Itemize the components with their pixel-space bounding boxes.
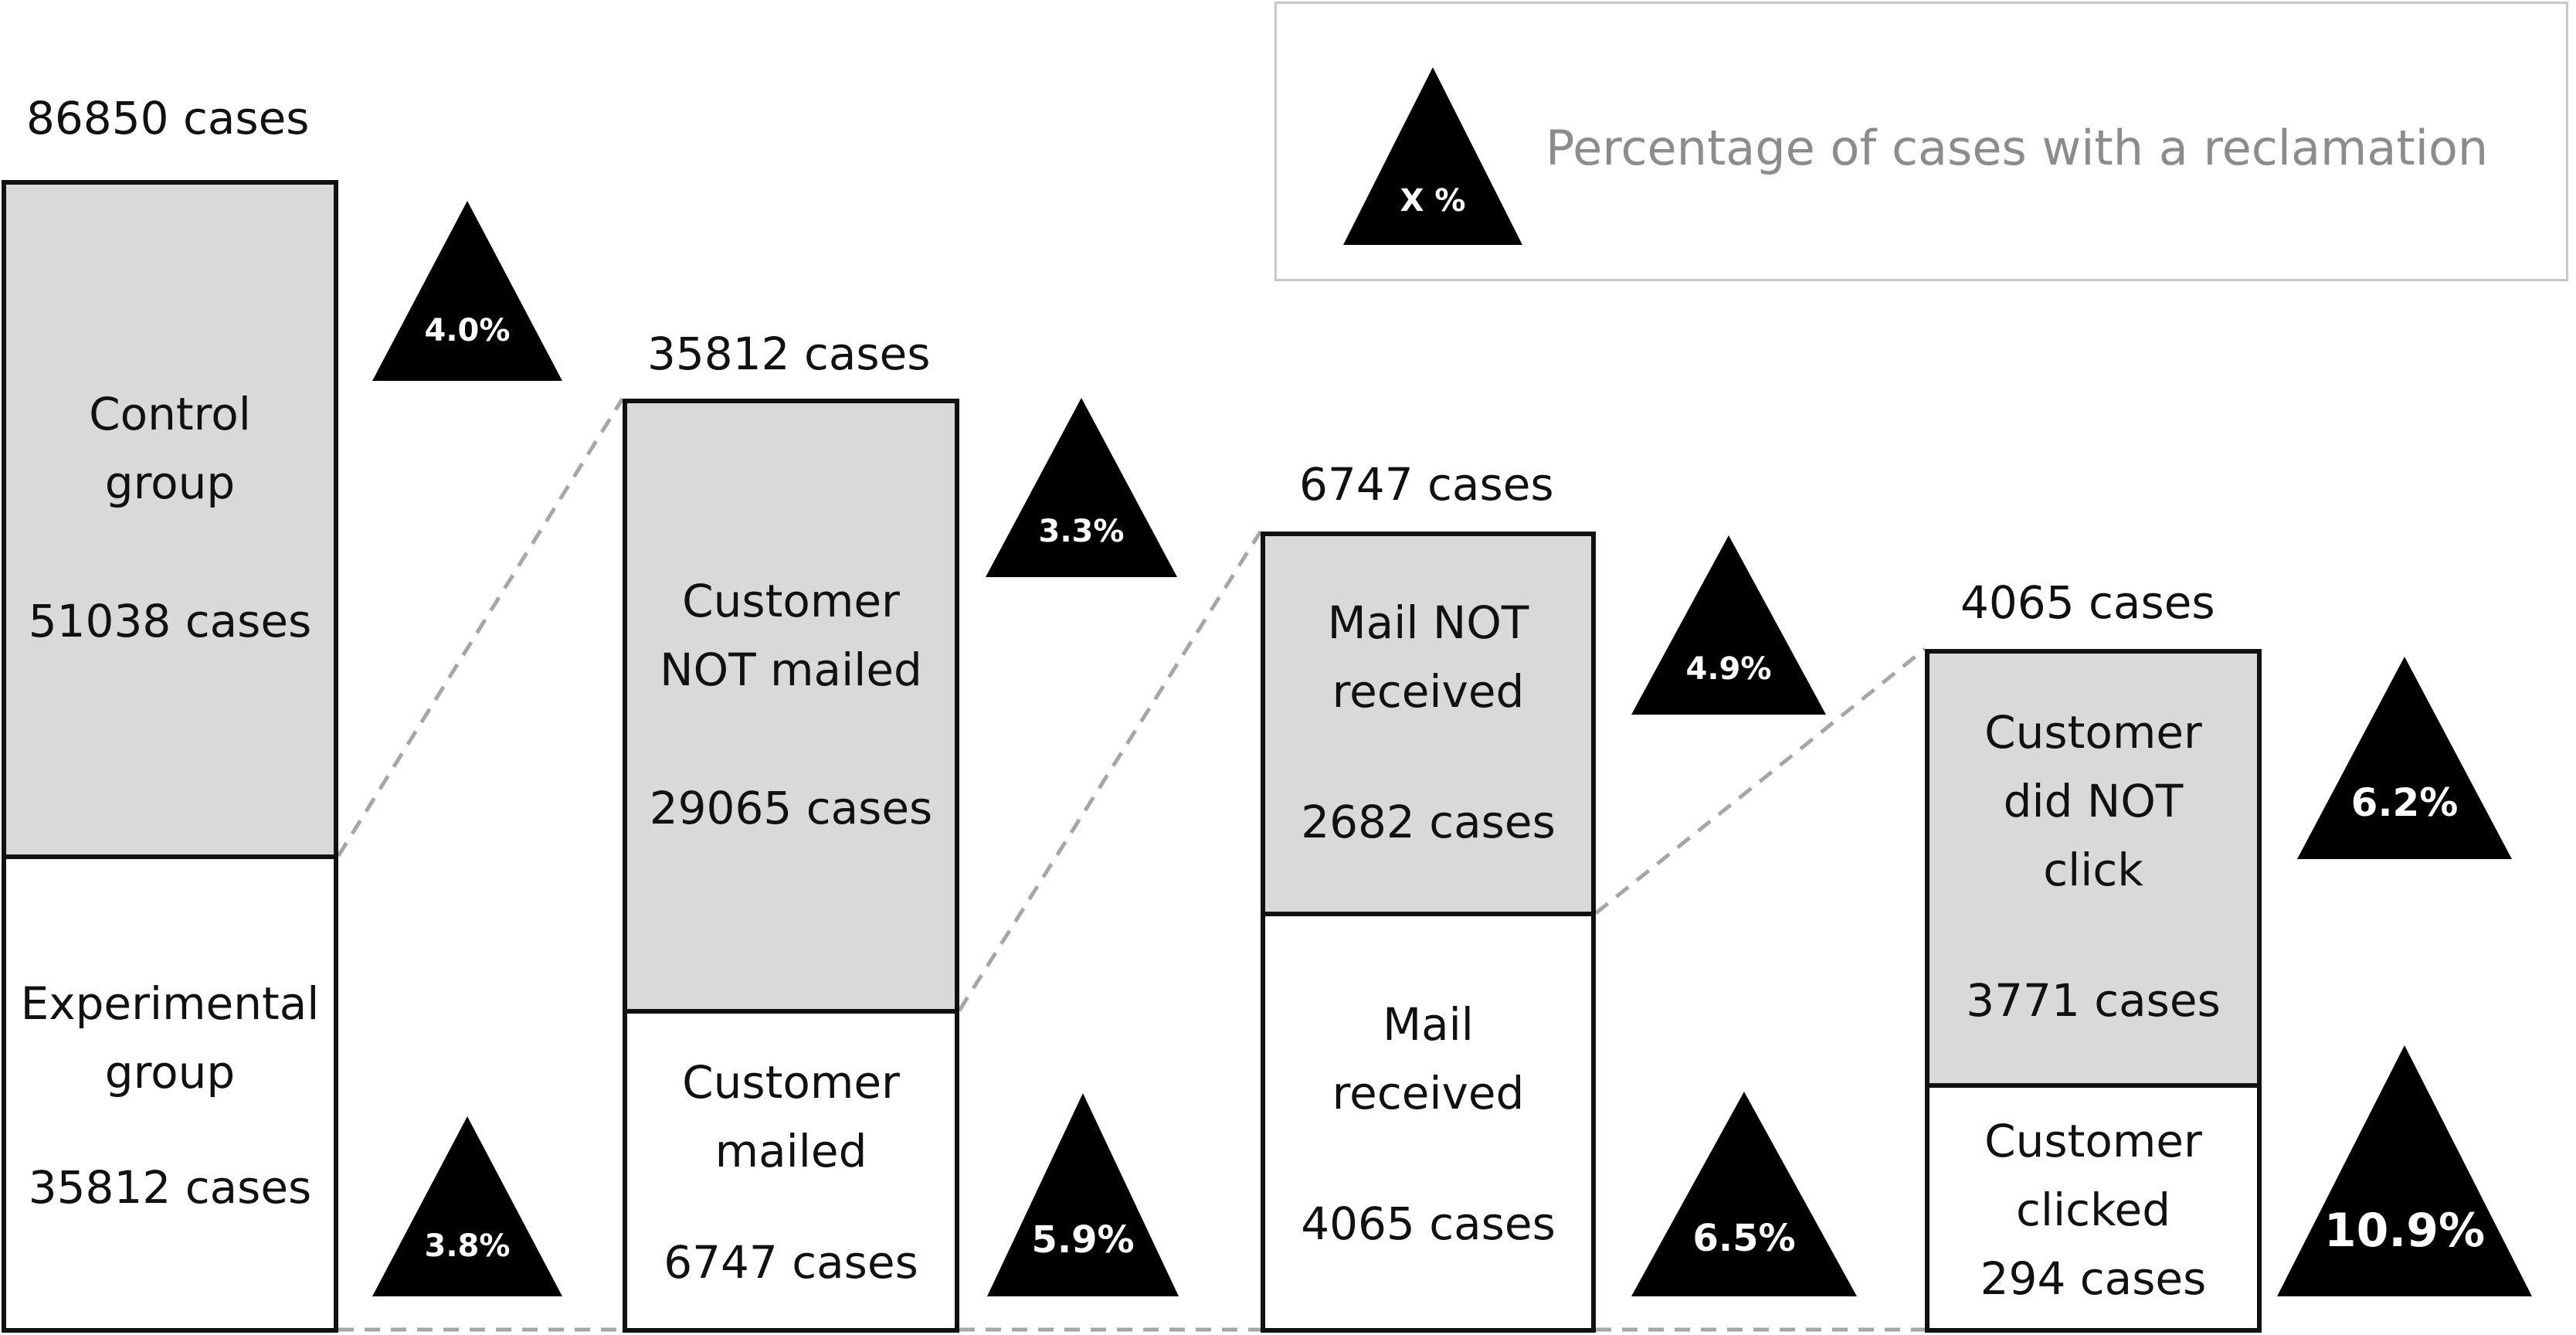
column-2-divider <box>623 1009 959 1014</box>
column-3-total: 6747 cases <box>1299 458 1554 511</box>
reclamation-pct-did-not-click: 6.2% <box>2350 780 2459 825</box>
reclamation-triangle-experimental: 3.8% <box>372 1116 562 1296</box>
control-group-label-line1: Control <box>89 388 251 440</box>
mailed-label-line2: mailed <box>714 1125 867 1177</box>
mail-not-received-cases: 2682 cases <box>1301 795 1556 848</box>
did-not-click-cases: 3771 cases <box>1966 974 2221 1027</box>
not-mailed-segment: Customer NOT mailed 29065 cases <box>623 399 959 1011</box>
reclamation-pct-not-mailed: 3.3% <box>1038 514 1125 549</box>
reclamation-triangle-clicked: 10.9% <box>2277 1045 2532 1296</box>
control-group-segment: Control group 51038 cases <box>2 180 338 856</box>
did-not-click-segment: Customer did NOT click 3771 cases <box>1925 649 2262 1085</box>
mail-not-received-label-line2: received <box>1332 664 1525 718</box>
mail-received-label-line1: Mail <box>1383 997 1474 1051</box>
column-4-divider <box>1925 1083 2262 1088</box>
connector-1-top <box>336 397 625 858</box>
connector-3-top <box>1594 647 1926 915</box>
reclamation-pct-clicked: 10.9% <box>2323 1204 2486 1258</box>
legend-triangle-icon: X % <box>1343 67 1522 245</box>
column-1-total: 86850 cases <box>26 92 310 144</box>
legend-symbol-label: X % <box>1400 183 1466 219</box>
mail-not-received-label-line1: Mail NOT <box>1327 596 1529 649</box>
connector-2-top <box>957 530 1263 1012</box>
reclamation-pct-experimental: 3.8% <box>424 1228 511 1264</box>
control-group-label-line2: group <box>104 457 236 509</box>
reclamation-pct-control: 4.0% <box>424 313 511 348</box>
did-not-click-label-line1: Customer <box>1984 706 2202 759</box>
column-1-divider <box>2 854 338 859</box>
not-mailed-label-line2: NOT mailed <box>660 643 922 696</box>
reclamation-triangle-mail-not-received: 4.9% <box>1631 535 1826 715</box>
column-2-total: 35812 cases <box>647 328 931 380</box>
column-3-divider <box>1261 912 1596 916</box>
did-not-click-label-line3: click <box>2043 844 2143 896</box>
clicked-segment: Customer clicked 294 cases <box>1925 1087 2262 1333</box>
legend-text: Percentage of cases with a reclamation <box>1546 120 2489 176</box>
experimental-group-label-line2: group <box>104 1045 236 1099</box>
experimental-group-segment: Experimental group 35812 cases <box>2 858 338 1333</box>
legend: X % Percentage of cases with a reclamati… <box>1274 2 2568 281</box>
clicked-label-line2: clicked <box>2015 1183 2171 1236</box>
clicked-cases: 294 cases <box>1980 1252 2207 1305</box>
not-mailed-label-line1: Customer <box>682 574 900 627</box>
reclamation-triangle-mail-received: 6.5% <box>1631 1092 1857 1296</box>
mail-received-label-line2: received <box>1332 1066 1525 1119</box>
column-4-total: 4065 cases <box>1960 576 2215 629</box>
reclamation-pct-mail-not-received: 4.9% <box>1685 651 1772 687</box>
reclamation-pct-mail-received: 6.5% <box>1692 1217 1796 1260</box>
not-mailed-cases: 29065 cases <box>649 781 933 834</box>
mail-received-segment: Mail received 4065 cases <box>1261 915 1596 1333</box>
control-group-cases: 51038 cases <box>28 595 312 647</box>
reclamation-pct-mailed: 5.9% <box>1031 1218 1135 1262</box>
experimental-group-label-line1: Experimental <box>20 977 320 1030</box>
mailed-cases: 6747 cases <box>664 1236 918 1289</box>
did-not-click-label-line2: did NOT <box>2003 775 2184 827</box>
reclamation-triangle-not-mailed: 3.3% <box>986 398 1177 577</box>
mailed-label-line1: Customer <box>682 1056 900 1109</box>
mail-not-received-segment: Mail NOT received 2682 cases <box>1261 532 1596 913</box>
experimental-group-cases: 35812 cases <box>28 1160 312 1214</box>
mail-received-cases: 4065 cases <box>1301 1197 1556 1250</box>
reclamation-triangle-mailed: 5.9% <box>987 1093 1179 1296</box>
clicked-label-line1: Customer <box>1984 1114 2202 1167</box>
mailed-segment: Customer mailed 6747 cases <box>623 1013 959 1333</box>
reclamation-triangle-control: 4.0% <box>372 201 562 381</box>
reclamation-triangle-did-not-click: 6.2% <box>2297 657 2512 859</box>
